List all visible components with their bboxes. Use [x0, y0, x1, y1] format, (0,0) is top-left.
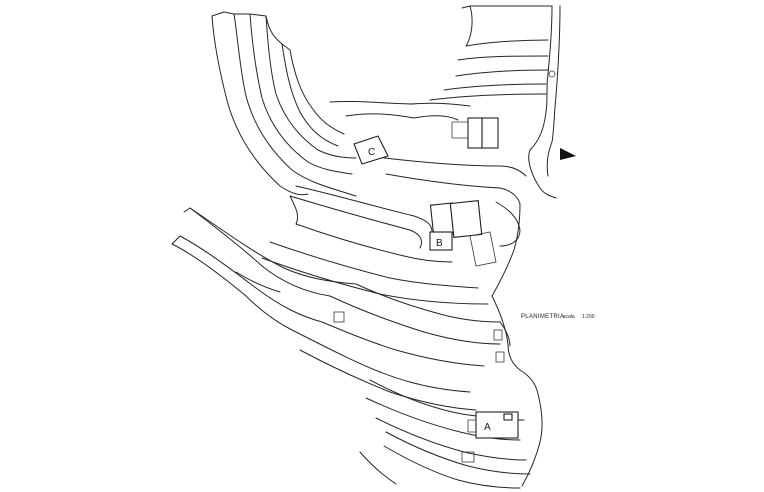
building-a-group: A	[467, 411, 519, 439]
building-c	[353, 135, 389, 165]
lower-terraces	[359, 379, 543, 489]
central-top-buildings	[451, 117, 499, 149]
building-b-group: B	[429, 200, 497, 267]
building-b-annex	[449, 200, 483, 238]
building-c-label: C	[368, 147, 375, 158]
top-building-right	[481, 117, 499, 149]
building-a-label: A	[484, 422, 491, 433]
top-building-left	[467, 117, 483, 149]
upper-left-terraces	[211, 11, 357, 197]
plan-title: PLANIMETRIA	[521, 314, 564, 320]
building-a-small-room	[503, 413, 513, 421]
scale-value: 1:200	[582, 314, 595, 320]
building-c-group: C	[353, 135, 389, 165]
building-b-lower	[429, 231, 453, 251]
building-b-label: B	[436, 238, 443, 249]
right-boundary	[528, 5, 576, 199]
middle-terraces	[261, 157, 527, 305]
plan-legend: PLANIMETRIA scala 1:200	[521, 314, 595, 320]
top-right-terraces	[329, 5, 553, 121]
scale-label: scala	[563, 314, 575, 320]
north-arrow-icon	[560, 148, 576, 160]
right-mid-boundary	[491, 295, 539, 395]
left-terraces	[171, 207, 501, 411]
